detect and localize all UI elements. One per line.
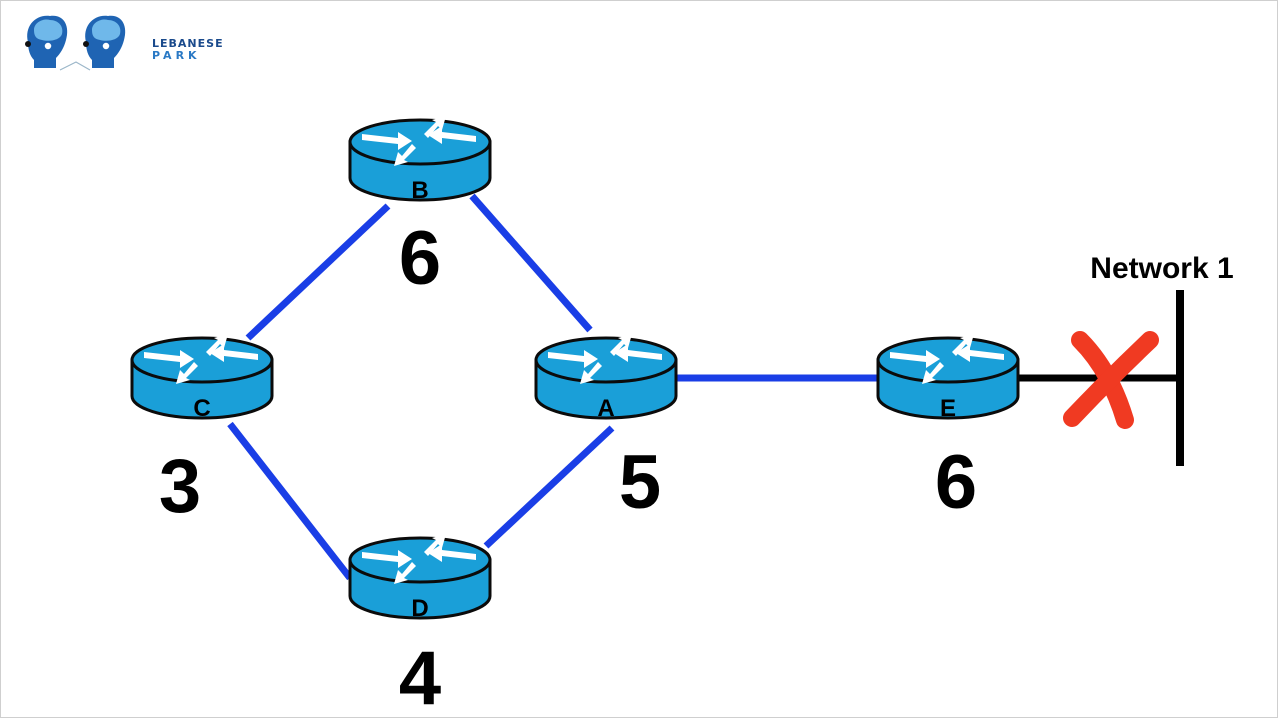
metric-b: 6	[399, 216, 441, 301]
router-top	[348, 118, 492, 166]
network-1-label: Network 1	[1090, 252, 1233, 285]
link-c-d	[227, 421, 353, 581]
lebanese-park-logo: LEBANESE PARK	[20, 12, 223, 76]
router-label-d: D	[411, 595, 428, 622]
router-top	[348, 536, 492, 584]
links-layer	[227, 193, 880, 581]
logo-line-1: LEBANESE	[152, 37, 224, 50]
metric-a: 5	[619, 440, 661, 525]
router-top	[876, 336, 1020, 384]
router-label-b: B	[411, 177, 428, 204]
router-top	[534, 336, 678, 384]
x-mark-icon	[1063, 331, 1159, 429]
router-d: D	[348, 534, 492, 622]
metric-d: 4	[399, 636, 441, 720]
link-b-a	[469, 193, 593, 333]
logo-line-2: PARK	[152, 49, 201, 62]
router-e: E	[876, 334, 1020, 422]
metric-c: 3	[159, 444, 201, 529]
brain-heads-icon	[25, 15, 126, 71]
router-top	[130, 336, 274, 384]
router-label-a: A	[597, 395, 614, 422]
link-c-b	[245, 203, 391, 341]
router-b: B	[348, 116, 492, 204]
router-label-e: E	[940, 395, 956, 422]
router-c: C	[130, 334, 274, 422]
metric-e: 6	[935, 440, 977, 525]
router-label-c: C	[193, 395, 210, 422]
link-d-a	[483, 425, 615, 549]
logo-text: LEBANESE PARK	[152, 38, 224, 62]
router-a: A	[534, 334, 678, 422]
